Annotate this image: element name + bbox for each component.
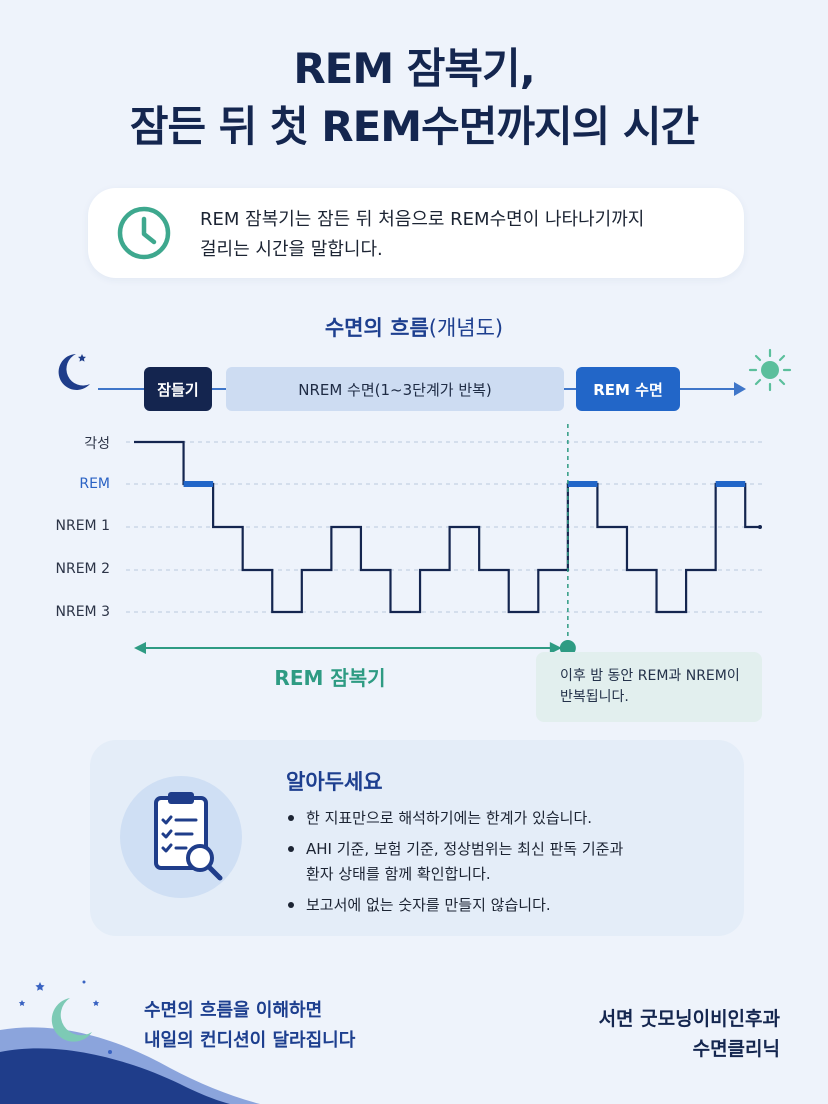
- footer-tagline: 수면의 흐름을 이해하면 내일의 컨디션이 달라집니다: [144, 996, 355, 1056]
- info-item: AHI 기준, 보험 기준, 정상범위는 최신 판독 기준과 환자 상태를 함께…: [286, 837, 726, 887]
- stage-rem: REM 수면: [576, 367, 680, 411]
- level-label-wake: 각성: [84, 436, 110, 452]
- repeat-note-line-2: 반복됩니다.: [560, 689, 629, 705]
- level-label-nrem2: NREM 2: [55, 561, 110, 577]
- level-label-nrem3: NREM 3: [55, 604, 110, 620]
- flow-title-paren: (개념도): [428, 316, 504, 340]
- definition-card: REM 잠복기는 잠든 뒤 처음으로 REM수면이 나타나기까지 걸리는 시간을…: [88, 188, 744, 278]
- repeat-note-line-1: 이후 밤 동안 REM과 NREM이: [560, 668, 740, 684]
- info-icon-circle: [120, 776, 242, 898]
- info-title: 알아두세요: [286, 770, 383, 794]
- moon-icon: [58, 354, 90, 390]
- title-line-2: 잠든 뒤 첫 REM수면까지의 시간: [129, 102, 699, 151]
- clinic-line-1: 서면 굿모닝이비인후과: [598, 1008, 780, 1030]
- tagline-line-1: 수면의 흐름을 이해하면: [144, 1000, 323, 1021]
- info-card: 알아두세요 한 지표만으로 해석하기에는 한계가 있습니다. AHI 기준, 보…: [90, 740, 744, 936]
- title-line-1: REM 잠복기,: [293, 44, 535, 93]
- info-item: 한 지표만으로 해석하기에는 한계가 있습니다.: [286, 806, 726, 831]
- flow-title-main: 수면의 흐름: [324, 316, 429, 340]
- definition-line-2: 걸리는 시간을 말합니다.: [200, 239, 383, 260]
- level-label-nrem1: NREM 1: [55, 518, 110, 534]
- clock-icon: [117, 206, 171, 260]
- clinic-line-2: 수면클리닉: [692, 1038, 780, 1060]
- crescent-moon-icon: [51, 998, 92, 1042]
- rem-latency-label: REM 잠복기: [274, 666, 386, 690]
- star-icon: [18, 980, 112, 1054]
- info-list: 한 지표만으로 해석하기에는 한계가 있습니다. AHI 기준, 보험 기준, …: [286, 806, 726, 924]
- hypnogram-line: [134, 440, 760, 614]
- stage-sleep-onset: 잠들기: [144, 367, 212, 411]
- info-item: 보고서에 없는 숫자를 만들지 않습니다.: [286, 893, 726, 918]
- stage-nrem: NREM 수면(1~3단계가 반복): [226, 367, 564, 411]
- hypnogram-end-point: [758, 525, 762, 529]
- bottom-wave-decoration: [0, 980, 260, 1104]
- sun-icon: [748, 348, 792, 392]
- definition-line-1: REM 잠복기는 잠든 뒤 처음으로 REM수면이 나타나기까지: [200, 209, 645, 230]
- definition-text: REM 잠복기는 잠든 뒤 처음으로 REM수면이 나타나기까지 걸리는 시간을…: [200, 205, 720, 265]
- page-title: REM 잠복기, 잠든 뒤 첫 REM수면까지의 시간: [0, 40, 828, 156]
- latency-arrow-left-head: [134, 642, 146, 654]
- tagline-line-2: 내일의 컨디션이 달라집니다: [144, 1030, 356, 1051]
- latency-arrow-right-head: [549, 642, 562, 654]
- repeat-note: 이후 밤 동안 REM과 NREM이 반복됩니다.: [536, 652, 762, 722]
- level-label-rem: REM: [79, 476, 110, 492]
- clipboard-check-icon: [154, 792, 223, 881]
- clinic-name: 서면 굿모닝이비인후과 수면클리닉: [540, 1004, 780, 1064]
- hypnogram-chart: [126, 424, 762, 656]
- flow-title: 수면의 흐름(개념도): [0, 312, 828, 342]
